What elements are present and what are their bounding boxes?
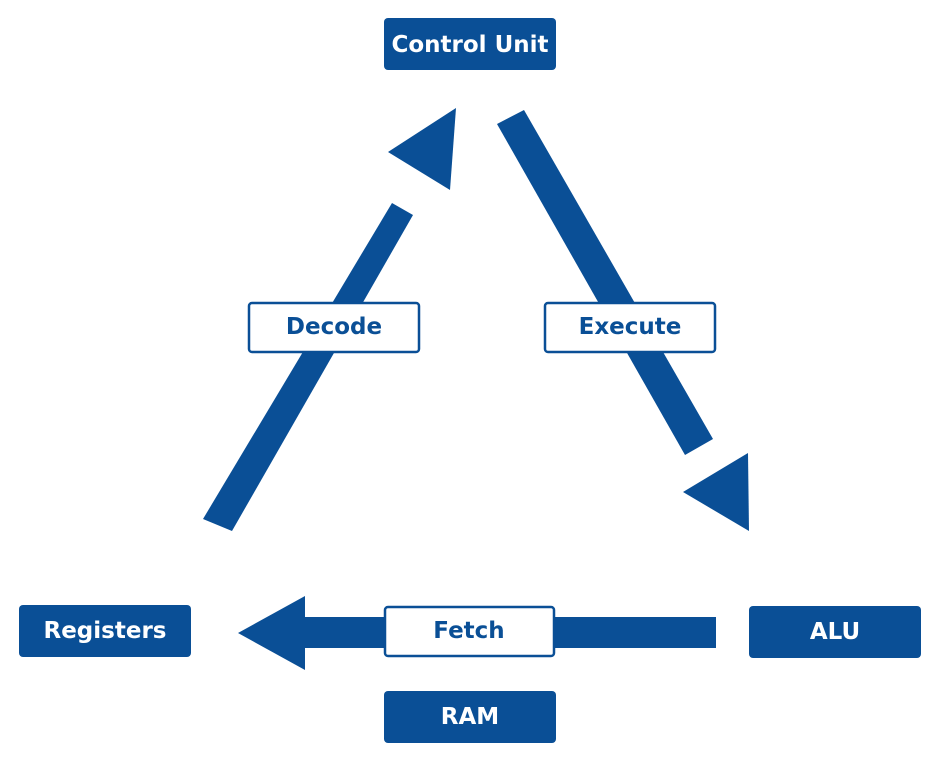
node-registers: Registers	[19, 605, 191, 657]
node-alu: ALU	[749, 606, 921, 658]
edge-label-fetch: Fetch	[383, 605, 556, 658]
decode-arrow	[203, 108, 456, 531]
edge-label-execute-text: Execute	[579, 314, 682, 340]
node-ram: RAM	[384, 691, 556, 743]
node-ram-label: RAM	[441, 704, 499, 730]
edge-label-execute: Execute	[543, 301, 717, 354]
node-control-unit: Control Unit	[384, 18, 556, 70]
execute-arrow	[497, 110, 749, 531]
edge-label-fetch-text: Fetch	[433, 618, 504, 644]
node-control-unit-label: Control Unit	[391, 32, 548, 58]
node-registers-label: Registers	[44, 618, 167, 644]
node-alu-label: ALU	[810, 619, 860, 645]
edge-label-decode-text: Decode	[286, 314, 382, 340]
edge-label-decode: Decode	[247, 301, 421, 354]
